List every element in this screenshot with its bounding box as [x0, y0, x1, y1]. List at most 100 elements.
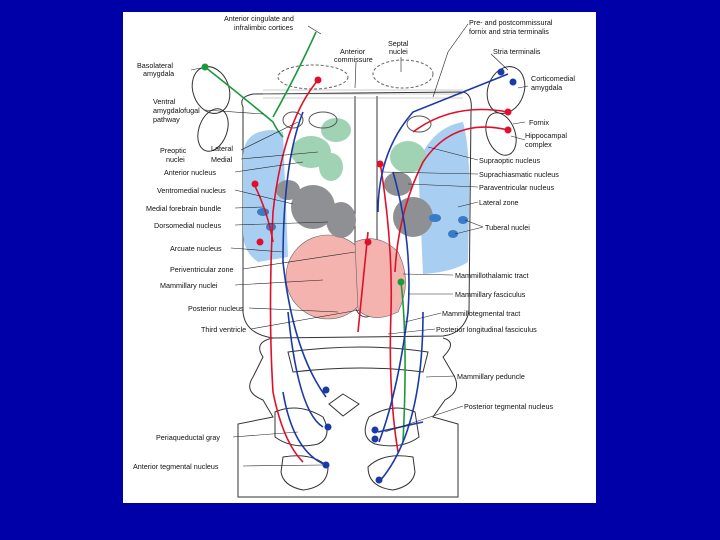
label-septal-1: Septal — [388, 39, 409, 48]
label-preoptic-1: Preoptic — [160, 146, 187, 155]
right-preoptic-shape — [406, 115, 432, 133]
diagram-outlines — [191, 59, 526, 498]
right-tegmentum — [364, 407, 420, 447]
right-pons-mass — [367, 455, 416, 491]
leader-basolateral — [190, 67, 202, 71]
label-mammillotegmental: Mammillotegmental tract — [442, 309, 520, 318]
label-ventral-2: amygdalofugal — [153, 106, 200, 115]
label-third-ventricle: Third ventricle — [201, 325, 246, 334]
label-mammillary-peduncle: Mammillary peduncle — [457, 372, 525, 381]
preoptic-medial-shape-2 — [319, 153, 343, 181]
red-node-5 — [376, 160, 384, 168]
red-fornix — [394, 126, 509, 273]
leader-pre-post — [432, 23, 469, 98]
label-anterior-commissure-1: Anterior — [340, 47, 366, 56]
red-node-1 — [314, 76, 322, 84]
left-septal-oval — [277, 64, 349, 90]
label-fornix: Fornix — [529, 118, 549, 127]
leader-mammillary-peduncle — [425, 375, 456, 378]
leader-tuberal — [454, 219, 484, 235]
label-supraoptic: Supraoptic nucleus — [479, 156, 541, 165]
leader-anterior-commissure — [354, 61, 357, 89]
label-basolateral-2: amygdala — [143, 69, 174, 78]
label-pre-post-2: fornix and stria terminalis — [469, 27, 549, 36]
label-lateral: Lateral — [211, 144, 233, 153]
leader-anterior-tegmental — [242, 464, 324, 467]
leader-posterior-longitudinal — [387, 328, 436, 335]
diagram-panel: Anterior cingulate and infralimbic corti… — [123, 12, 596, 503]
labels: Anterior cingulate and infralimbic corti… — [133, 14, 575, 471]
leader-posterior-tegmental — [384, 405, 464, 433]
leader-suprachiasmatic — [382, 171, 479, 175]
label-anterior-commissure-2: commissure — [334, 55, 373, 64]
preoptic-lateral-shape — [308, 111, 338, 129]
label-hippocampal-2: complex — [525, 140, 552, 149]
left-pons-mass — [280, 455, 329, 491]
label-suprachiasmatic: Suprachiasmatic nucleus — [479, 170, 559, 179]
label-septal-2: nuclei — [389, 47, 408, 56]
leader-mammillary-nuclei — [234, 279, 324, 286]
leader-medial — [240, 151, 319, 160]
red-tract-right-1 — [379, 161, 399, 453]
midbrain-band — [287, 346, 429, 373]
label-pre-post-1: Pre- and postcommissural — [469, 18, 553, 27]
preoptic-medial-shape — [321, 118, 351, 142]
blue-node-4 — [324, 423, 332, 431]
label-lateral-zone: Lateral zone — [479, 198, 519, 207]
leader-corticomedial — [517, 85, 529, 89]
hypothalamus-outline — [241, 91, 472, 339]
label-posterior-longitudinal: Posterior longitudinal fasciculus — [436, 325, 537, 334]
leader-arcuate — [230, 247, 284, 253]
hypothalamus-diagram: Anterior cingulate and infralimbic corti… — [133, 14, 575, 498]
label-arcuate: Arcuate nucleus — [170, 244, 222, 253]
label-mammillary-nuclei: Mammillary nuclei — [160, 281, 218, 290]
leader-periaqueductal — [232, 431, 299, 438]
leader-fornix — [512, 121, 526, 125]
leader-periventricular — [242, 251, 356, 270]
ventral-amygdala-shape — [197, 108, 229, 152]
right-septal-oval — [372, 59, 434, 89]
label-tuberal: Tuberal nuclei — [485, 223, 530, 232]
blue-tract-right-1 — [378, 171, 410, 443]
aqueduct — [328, 393, 360, 417]
right-anterior-shape — [390, 141, 426, 173]
gray-small-shape — [276, 180, 300, 200]
label-posterior-tegmental: Posterior tegmental nucleus — [464, 402, 553, 411]
label-ventromedial: Ventromedial nucleus — [157, 186, 226, 195]
label-stria-terminalis: Stria terminalis — [493, 47, 541, 56]
red-node-2 — [251, 180, 259, 188]
leader-mammillotegmental — [404, 312, 442, 323]
blue-node-7 — [371, 435, 379, 443]
leader-stria — [490, 53, 509, 71]
lateral-zone-left — [242, 130, 288, 262]
label-medial-forebrain: Medial forebrain bundle — [146, 204, 221, 213]
blue-node-5 — [322, 461, 330, 469]
label-anterior-cingulate: Anterior cingulate and — [224, 14, 294, 23]
leader-medial-forebrain — [234, 206, 264, 209]
label-basolateral-1: Basolateral — [137, 61, 173, 70]
tuberal-blob-3 — [429, 214, 441, 222]
blue-tract-left-3 — [282, 391, 327, 466]
blue-node-2 — [509, 78, 517, 86]
blue-stria-terminalis — [377, 73, 509, 213]
mammillary-right — [354, 238, 406, 318]
leader-ventromedial — [234, 189, 294, 205]
paraventricular-shape — [384, 172, 412, 196]
leader-third-ventricle — [250, 309, 360, 330]
ventromedial-shape — [291, 185, 335, 229]
label-preoptic-2: nuclei — [166, 155, 185, 164]
leader-lateral — [240, 121, 299, 151]
label-mammillothalamic: Mammillothalamic tract — [455, 271, 529, 280]
dorsomedial-shape — [326, 202, 356, 238]
label-hippocampal-1: Hippocampal — [525, 131, 567, 140]
label-ventral-3: pathway — [153, 115, 180, 124]
label-infralimbic: infralimbic cortices — [234, 23, 294, 32]
label-ventral-1: Ventral — [153, 97, 176, 106]
lateral-zone-right — [418, 122, 470, 274]
label-anterior-tegmental: Anterior tegmental nucleus — [133, 462, 219, 471]
label-periventricular: Periventricular zone — [170, 265, 234, 274]
nodes — [201, 63, 517, 484]
label-corticomedial-1: Corticomedial — [531, 74, 575, 83]
blue-tract-right-2 — [378, 311, 424, 483]
tuberal-blob-4 — [448, 230, 458, 238]
